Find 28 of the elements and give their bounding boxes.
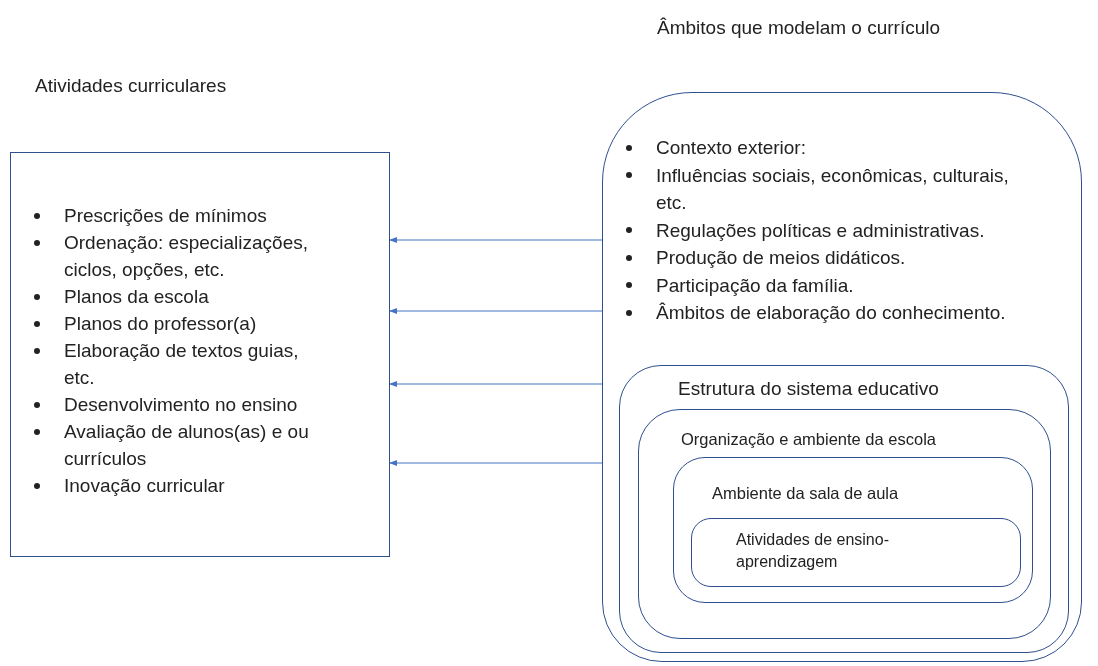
list-item-text: Planos da escola xyxy=(64,286,209,307)
rounded-box xyxy=(619,365,1069,653)
list-item-text: Âmbitos de elaboração do conhecimento. xyxy=(656,302,1006,323)
box-label: Estrutura do sistema educativo xyxy=(678,377,940,401)
list-item-text: Desenvolvimento no ensino xyxy=(64,394,298,415)
list-item-text: Contexto exterior: xyxy=(656,137,806,158)
heading: Atividades curriculares xyxy=(35,75,227,97)
box-label: Organização e ambiente da escola xyxy=(681,429,937,450)
rounded-box xyxy=(673,457,1033,603)
list-item-text: Prescrições de mínimos xyxy=(64,205,267,226)
list-item-text: Regulações políticas e administrativas. xyxy=(656,219,985,241)
rounded-box xyxy=(638,409,1051,639)
list-item-text: Planos do professor(a) xyxy=(64,313,257,334)
arrow xyxy=(389,236,603,244)
list-item-text: Elaboração de textos guias, etc. xyxy=(64,340,299,388)
list-item-text: Ordenação: especializações, ciclos, opções, etc. xyxy=(64,232,308,280)
box-label: Ambiente da sala de aula xyxy=(712,483,900,504)
list-item-text: Avaliação de alunos(as) e ou currículos xyxy=(64,421,309,469)
list-item-text: Produção de meios didáticos. xyxy=(656,247,906,268)
list-item-text: Influências sociais, econômicas, culturais, etc. xyxy=(656,164,1009,213)
list-item-text: Inovação curricular xyxy=(64,475,225,496)
list-item-text: Participação da família. xyxy=(656,274,854,296)
arrow xyxy=(389,459,603,467)
rounded-box xyxy=(691,518,1021,587)
arrow xyxy=(389,380,603,388)
box-label: Atividades de ensino-aprendizagem xyxy=(736,530,890,572)
arrow xyxy=(389,307,603,315)
heading: Âmbitos que modelam o currículo xyxy=(657,17,940,39)
